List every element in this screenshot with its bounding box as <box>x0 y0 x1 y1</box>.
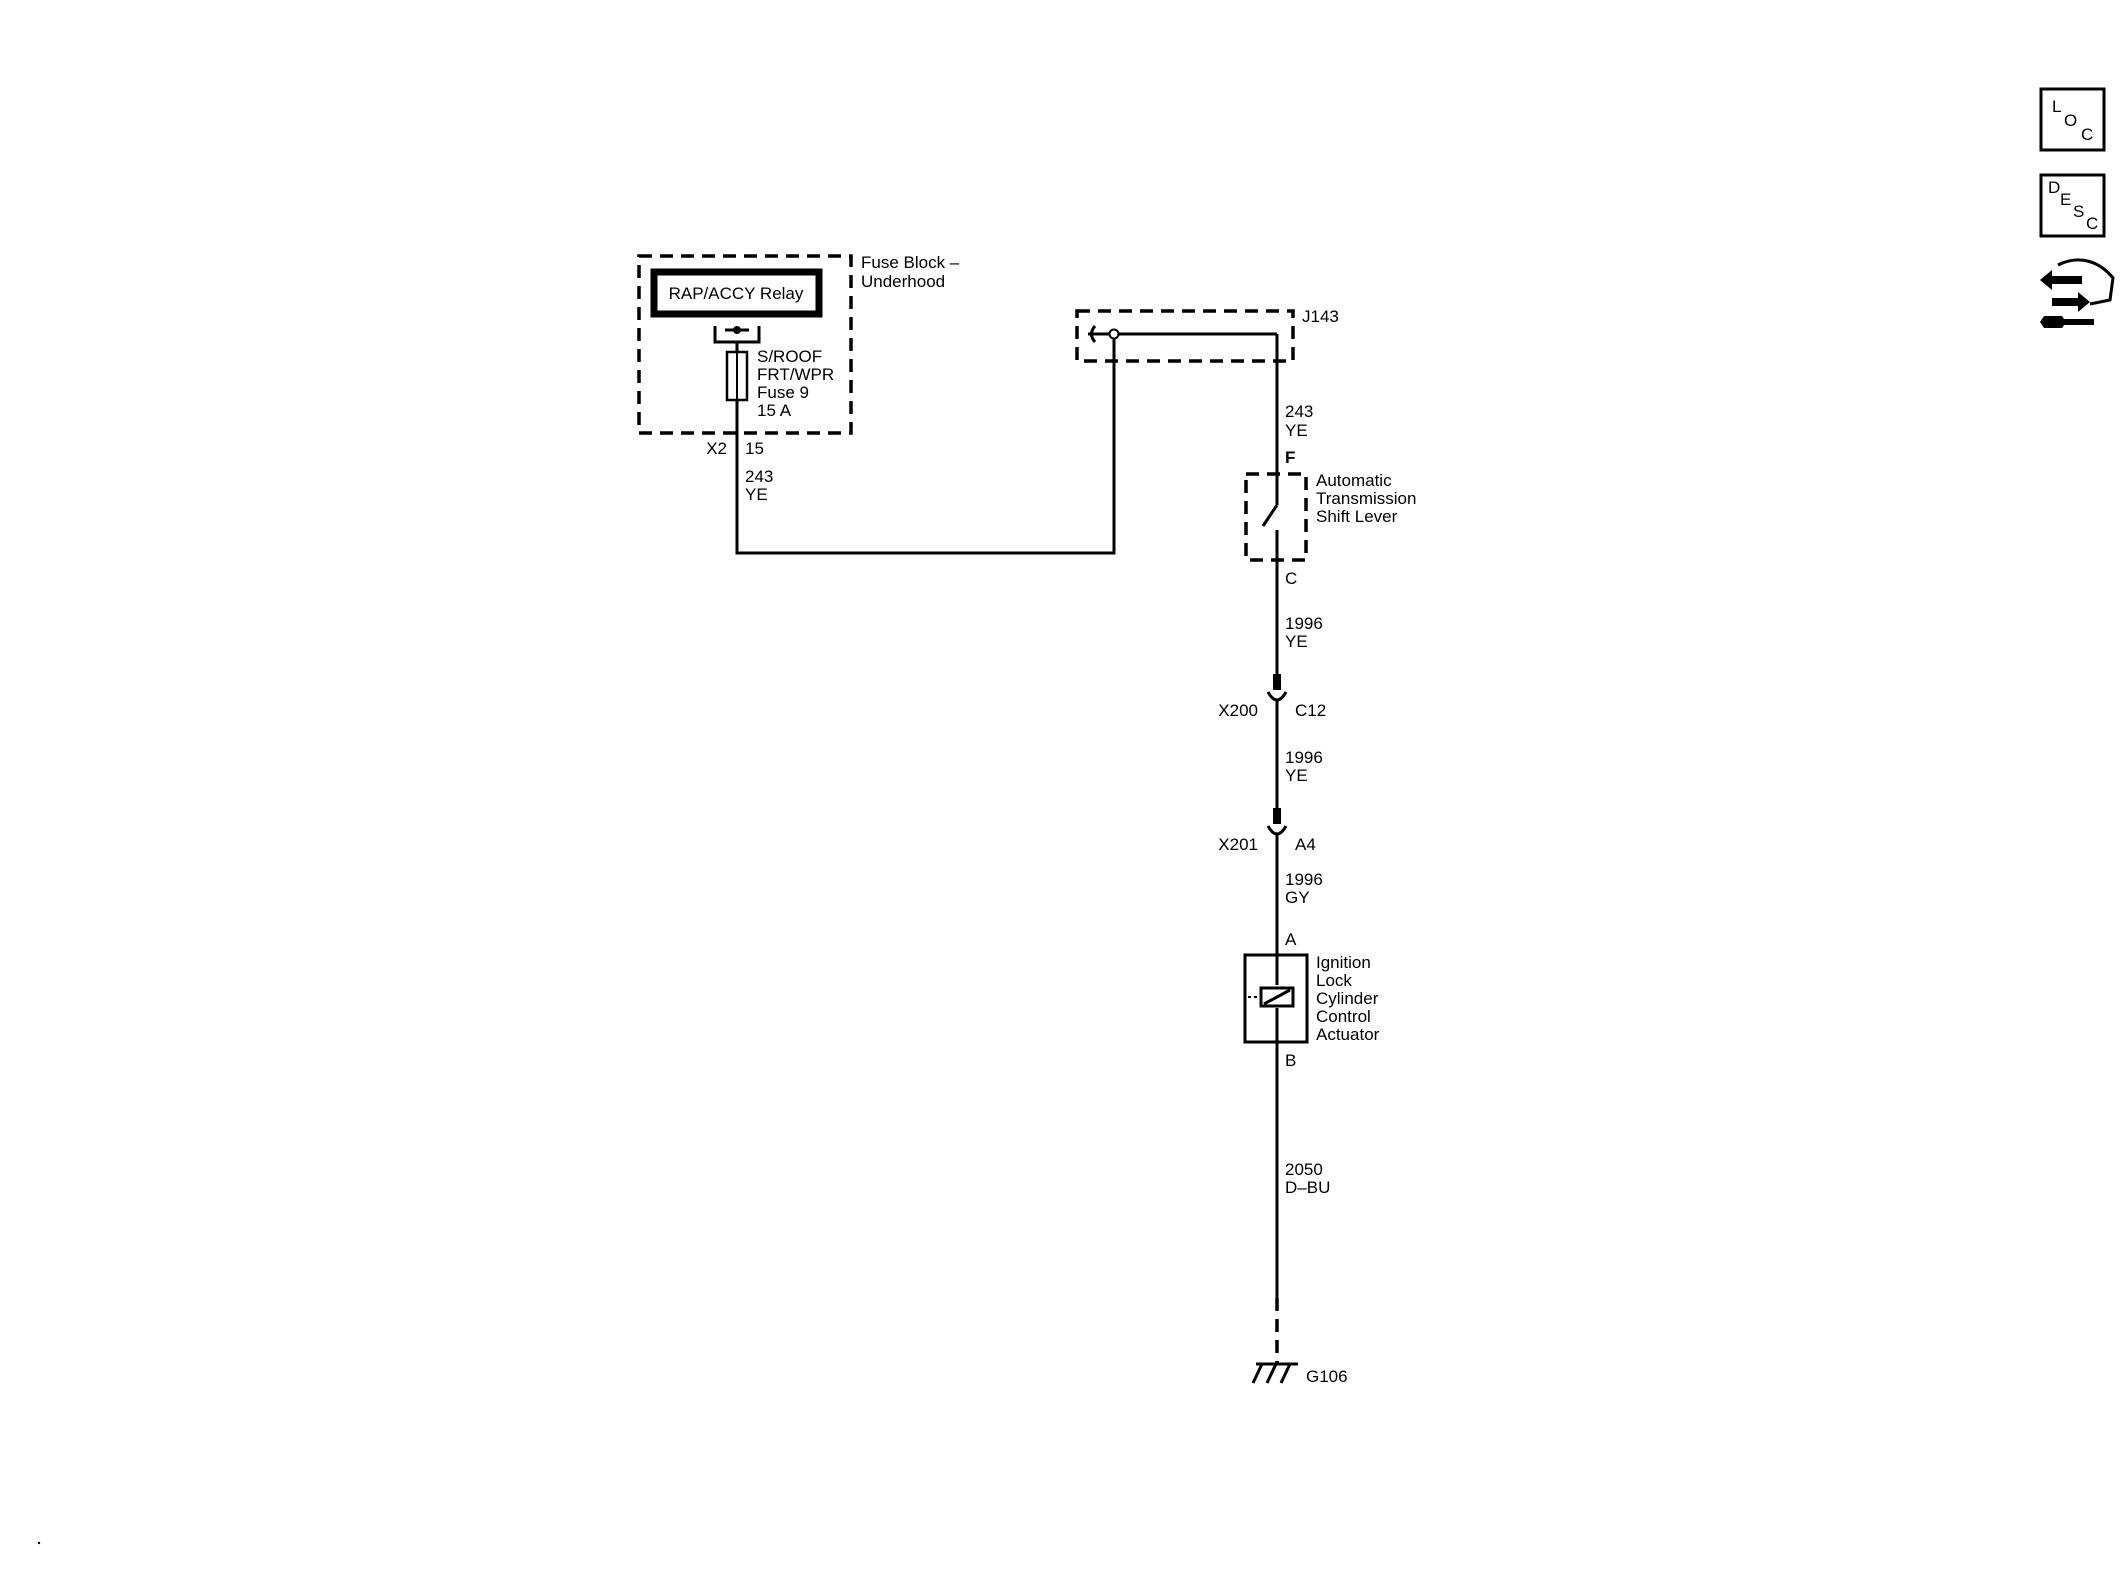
fuse-block-title: Fuse Block – <box>861 253 960 272</box>
ground-g106: G106 <box>1251 1362 1348 1386</box>
actuator-label-1: Ignition <box>1316 953 1371 972</box>
splice-j143: J143 <box>1075 307 1339 363</box>
wire-j143-out-circuit: 243 <box>1285 402 1313 421</box>
svg-text:C: C <box>2086 214 2098 233</box>
wire-x200-out-color: YE <box>1285 766 1308 785</box>
rap-accy-relay-label: RAP/ACCY Relay <box>669 284 804 303</box>
fuse-label-3: Fuse 9 <box>757 383 809 402</box>
shift-lever-pin-f: F <box>1285 448 1295 467</box>
wire-j143-out-color: YE <box>1285 421 1308 440</box>
svg-text:O: O <box>2064 111 2077 130</box>
wire-fuse-out-circuit: 243 <box>745 467 773 486</box>
svg-text:S: S <box>2073 202 2084 221</box>
corner-mark <box>37 1541 41 1545</box>
shift-lever-label-3: Shift Lever <box>1316 507 1398 526</box>
fuse-block-underhood: Fuse Block – Underhood RAP/ACCY Relay S/… <box>637 253 960 458</box>
loc-button[interactable]: L O C <box>2039 87 2106 152</box>
shift-lever-pin-c: C <box>1285 569 1297 588</box>
shift-lever-label-1: Automatic <box>1316 471 1392 490</box>
fuse-block-connector: X2 <box>706 439 727 458</box>
x200-pin: C12 <box>1295 701 1326 720</box>
actuator-label-4: Control <box>1316 1007 1371 1026</box>
relay-terminal-dot <box>733 326 741 334</box>
svg-text:C: C <box>2081 125 2093 144</box>
wire-ground-circuit: 2050 <box>1285 1160 1323 1179</box>
svg-text:D: D <box>2048 178 2060 197</box>
rap-accy-relay-box <box>650 268 823 318</box>
x201-pin: A4 <box>1295 835 1316 854</box>
wire-x200-out-circuit: 1996 <box>1285 748 1323 767</box>
connector-x201: X201 A4 <box>1218 808 1316 854</box>
svg-text:L: L <box>2052 97 2061 116</box>
actuator-label-5: Actuator <box>1316 1025 1380 1044</box>
actuator-pin-a: A <box>1285 930 1297 949</box>
ground-label: G106 <box>1306 1367 1348 1386</box>
fuse-label-2: FRT/WPR <box>757 365 834 384</box>
fuse-label-1: S/ROOF <box>757 347 822 366</box>
svg-text:E: E <box>2060 190 2071 209</box>
actuator-pin-b: B <box>1285 1051 1296 1070</box>
fuse-block-outline <box>637 254 853 435</box>
wire-243-ye-fuse-to-j143[interactable] <box>735 334 1116 555</box>
connector-navigation-icon[interactable] <box>2040 258 2115 328</box>
x201-male-pin <box>1273 808 1281 824</box>
x200-female-terminal <box>1266 691 1288 702</box>
actuator-label-3: Cylinder <box>1316 989 1379 1008</box>
splice-node <box>1108 328 1120 340</box>
wire-x201-out-color: GY <box>1285 888 1310 907</box>
fuse-block-title-2: Underhood <box>861 272 945 291</box>
splice-j143-outline <box>1075 309 1295 363</box>
wire-ground-color: D–BU <box>1285 1178 1330 1197</box>
ignition-lock-actuator: A Ignition Lock Cylinder Control Actuato… <box>1243 930 1380 1070</box>
splice-j143-label: J143 <box>1302 307 1339 326</box>
fuse-label-4: 15 A <box>757 401 792 420</box>
x201-label: X201 <box>1218 835 1258 854</box>
x200-male-pin <box>1273 674 1281 690</box>
fuse-block-pin: 15 <box>745 439 764 458</box>
wire-shift-out-color: YE <box>1285 632 1308 651</box>
actuator-label-2: Lock <box>1316 971 1352 990</box>
wire-x201-out-circuit: 1996 <box>1285 870 1323 889</box>
shift-lever-switch: F Automatic Transmission Shift Lever C <box>1244 448 1416 588</box>
switch-contact <box>1261 504 1279 527</box>
wire-shift-out-circuit: 1996 <box>1285 614 1323 633</box>
wire-fuse-out-color: YE <box>745 485 768 504</box>
desc-button[interactable]: D E S C <box>2039 173 2106 238</box>
connector-x200: X200 C12 <box>1218 674 1326 824</box>
shift-lever-label-2: Transmission <box>1316 489 1416 508</box>
x200-label: X200 <box>1218 701 1258 720</box>
x201-female-terminal <box>1266 825 1288 836</box>
